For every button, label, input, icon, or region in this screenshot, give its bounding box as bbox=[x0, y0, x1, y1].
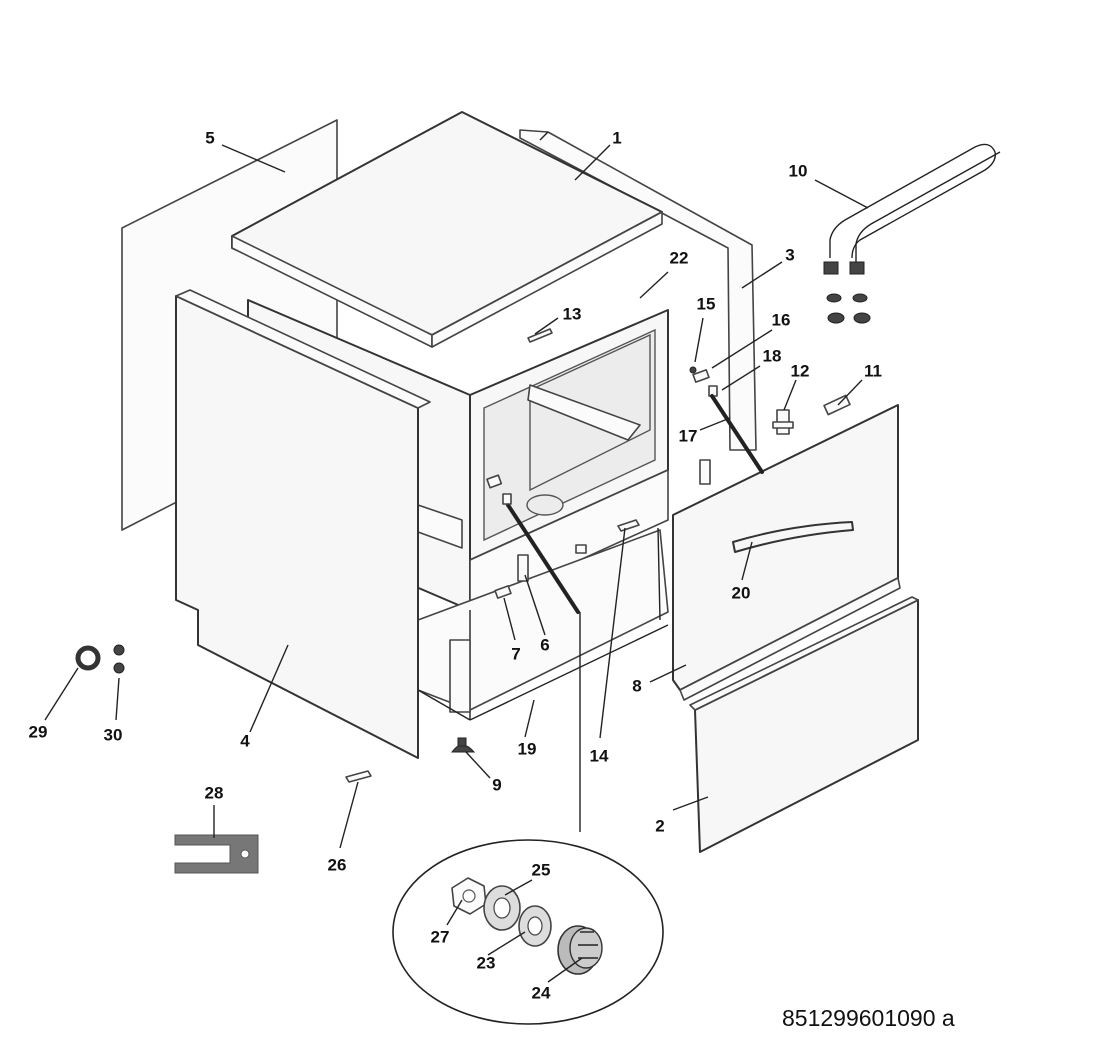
callout-17: 17 bbox=[679, 427, 698, 446]
part-screw-13 bbox=[527, 328, 553, 343]
callout-29: 29 bbox=[29, 723, 48, 742]
part-valve bbox=[772, 409, 794, 435]
part-bracket-right bbox=[699, 459, 711, 485]
part-side-frame bbox=[519, 129, 757, 451]
part-key-tool bbox=[174, 834, 259, 874]
detail-inset bbox=[392, 839, 664, 1025]
part-knob-24 bbox=[557, 925, 603, 975]
part-foot bbox=[451, 737, 476, 753]
callout-30: 30 bbox=[104, 726, 123, 745]
part-clip-14 bbox=[617, 519, 640, 532]
drawing-number: 851299601090 a bbox=[782, 1005, 955, 1031]
callout-8: 8 bbox=[632, 677, 641, 696]
part-washer-25 bbox=[483, 885, 521, 931]
callout-6: 6 bbox=[540, 636, 549, 655]
callout-19: 19 bbox=[518, 740, 537, 759]
part-bushing-15 bbox=[689, 366, 697, 374]
callout-5: 5 bbox=[205, 129, 214, 148]
leader-lines bbox=[44, 144, 869, 983]
callout-27: 27 bbox=[431, 928, 450, 947]
callout-labels: 1 2 3 4 5 6 7 8 9 10 11 12 13 14 15 16 1… bbox=[29, 129, 882, 1003]
callout-10: 10 bbox=[789, 162, 808, 181]
callout-22: 22 bbox=[670, 249, 689, 268]
callout-23: 23 bbox=[477, 954, 496, 973]
callout-26: 26 bbox=[328, 856, 347, 875]
callout-13: 13 bbox=[563, 305, 582, 324]
callout-28: 28 bbox=[205, 784, 224, 803]
part-ring-29 bbox=[75, 645, 101, 671]
part-bracket-6 bbox=[517, 554, 529, 582]
callout-15: 15 bbox=[697, 295, 716, 314]
callout-16: 16 bbox=[772, 311, 791, 330]
part-ball-30a bbox=[113, 644, 125, 656]
callout-18: 18 bbox=[763, 347, 782, 366]
callout-2: 2 bbox=[655, 817, 664, 836]
callout-11: 11 bbox=[864, 362, 882, 381]
part-rod-17 bbox=[710, 394, 764, 474]
callout-9: 9 bbox=[492, 776, 501, 795]
callout-25: 25 bbox=[532, 861, 551, 880]
part-washer-23 bbox=[518, 905, 552, 947]
callout-7: 7 bbox=[511, 645, 520, 664]
part-door-handle bbox=[732, 521, 854, 553]
callout-1: 1 bbox=[612, 129, 621, 148]
part-heating-element bbox=[823, 143, 1001, 324]
callout-20: 20 bbox=[732, 584, 751, 603]
part-rod-left bbox=[506, 503, 580, 614]
part-hinge-16 bbox=[692, 369, 710, 383]
part-hinge-7 bbox=[494, 585, 512, 599]
part-ball-30b bbox=[113, 662, 125, 674]
callout-12: 12 bbox=[791, 362, 810, 381]
callout-14: 14 bbox=[590, 747, 609, 766]
callout-3: 3 bbox=[785, 246, 794, 265]
callout-4: 4 bbox=[240, 732, 250, 751]
part-clip-26 bbox=[345, 770, 372, 783]
callout-24: 24 bbox=[532, 984, 551, 1003]
part-hinge bbox=[823, 394, 851, 416]
